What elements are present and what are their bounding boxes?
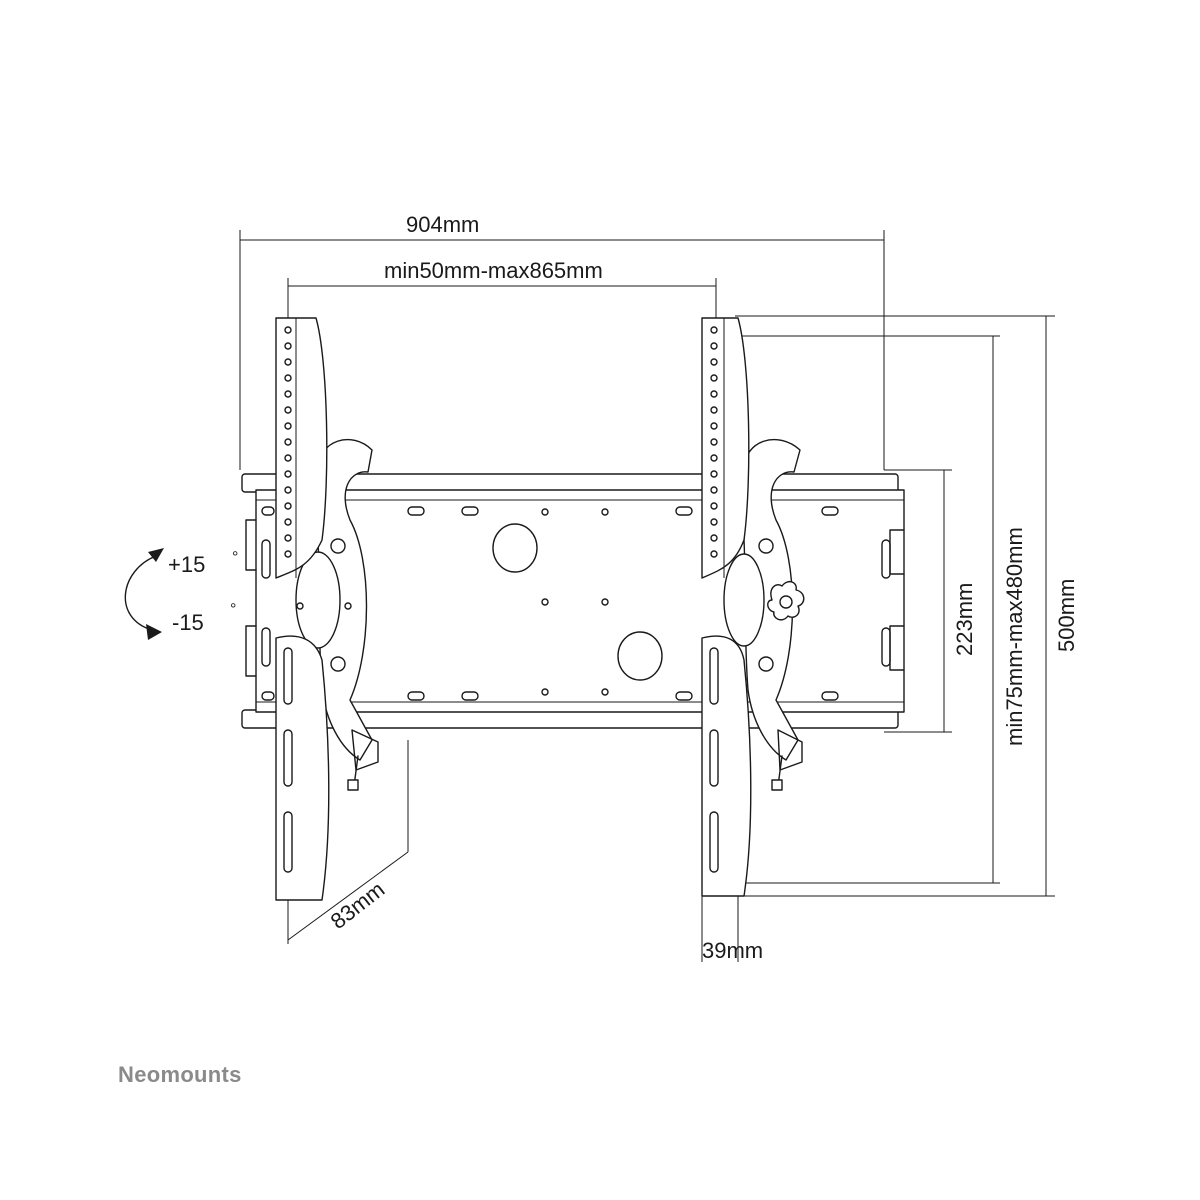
brand-logo: Neomounts xyxy=(118,1062,242,1087)
overall-width-label: 904mm xyxy=(406,212,479,237)
tilt-up-degree: ° xyxy=(232,549,238,566)
vesa-height-label: min75mm-max480mm xyxy=(1002,527,1027,746)
tilt-lock-knob-icon xyxy=(767,580,805,621)
tilt-down-label: -15 xyxy=(172,610,204,635)
arm-width-label: 39mm xyxy=(702,938,763,963)
plate-height-label: 223mm xyxy=(952,583,977,656)
right-arm-holes xyxy=(710,326,718,558)
overall-height-label: 500mm xyxy=(1054,579,1079,652)
left-arm-holes xyxy=(284,326,292,558)
tilt-down-degree: ° xyxy=(230,601,236,618)
tilt-up-label: +15 xyxy=(168,552,205,577)
right-vertical-arm xyxy=(701,317,752,897)
left-vertical-arm xyxy=(275,317,330,901)
hole-span-label: min50mm-max865mm xyxy=(384,258,603,283)
left-tilt-bracket xyxy=(295,439,379,791)
dimension-lines xyxy=(239,230,1055,962)
tilt-arrow-icon xyxy=(124,548,164,640)
